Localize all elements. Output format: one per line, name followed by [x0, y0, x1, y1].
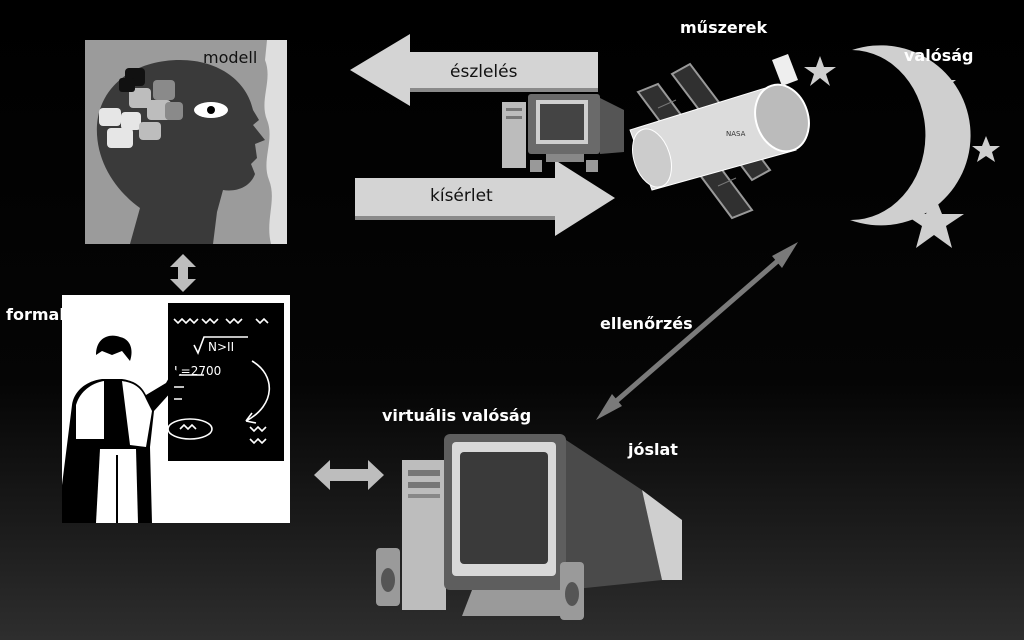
reality-label: valóság [904, 46, 974, 65]
formal-virtual-double-arrow [314, 460, 384, 490]
desktop-computer-large-icon [376, 434, 682, 620]
svg-text:N>II: N>II [208, 340, 234, 354]
desktop-computer-icon [502, 94, 624, 172]
instruments-label: műszerek [680, 18, 768, 37]
formal-description-panel: N>II L=2700 [62, 295, 290, 523]
formal-description-label: formalizált leírás [6, 305, 160, 324]
model-label: modell [203, 48, 258, 67]
teacher-at-blackboard-icon: N>II L=2700 [62, 299, 288, 523]
model-formal-double-arrow [170, 254, 196, 292]
svg-text:NASA: NASA [726, 130, 746, 138]
verification-label: ellenőrzés [600, 314, 693, 333]
prediction-label: jóslat [628, 440, 678, 459]
perception-label: észlelés [450, 62, 518, 82]
verification-arrow [596, 242, 798, 420]
model-panel: modell [85, 40, 287, 244]
perception-arrow [350, 34, 598, 106]
experiment-arrow [355, 160, 615, 236]
virtual-reality-label: virtuális valóság [382, 406, 532, 425]
experiment-label: kísérlet [430, 186, 493, 206]
svg-text:L=2700: L=2700 [174, 364, 221, 378]
crescent-moon-stars-icon [804, 45, 1000, 248]
space-telescope-icon: NASA [629, 54, 810, 220]
human-head-puzzle-icon [85, 40, 287, 244]
